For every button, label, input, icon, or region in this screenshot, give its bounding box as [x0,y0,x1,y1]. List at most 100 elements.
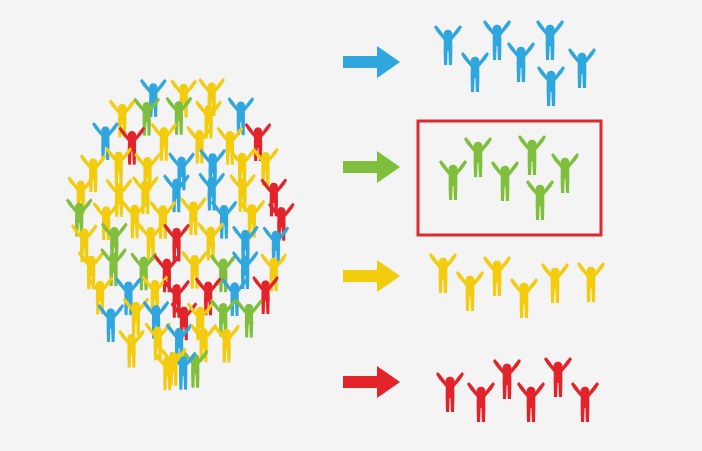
group-blue [434,20,596,106]
crowd-person-icon [137,222,165,261]
green-arrow-right-icon [343,151,400,183]
crowd-person-icon [209,298,237,337]
crowd-person-icon [199,148,226,187]
crowd-person-icon [244,123,272,162]
crowd-person-icon [79,154,107,193]
group-red [436,357,599,422]
crowd-person-icon [105,147,132,186]
crowd-person-icon [163,223,190,262]
crowd-person-icon [92,201,120,240]
group-green [439,135,579,220]
crowd-person-icon [260,253,288,292]
crowd-person-icon [132,175,159,214]
crowd-person-icon [227,97,255,136]
blue-person-icon [536,20,564,60]
crowd-person-icon [198,172,226,211]
green-person-icon [464,137,492,177]
green-person-icon [526,180,554,220]
crowd-person-icon [163,279,190,318]
yellow-person-icon [510,278,538,318]
crowd-person-icon [232,225,259,264]
crowd-person-icon [122,297,150,336]
mixed-crowd [65,77,295,391]
crowd-person-icon [186,302,214,341]
crowd-person-icon [149,200,177,239]
red-person-icon [467,382,495,422]
crowd-person-icon [231,250,259,289]
crowd-person-icon [153,254,181,293]
crowd-person-icon [142,300,170,339]
crowd-person-icon [221,278,248,317]
crowd-person-icon [262,226,290,265]
crowd-person-icon [252,147,279,186]
crowd-person-icon [168,152,195,191]
red-person-icon [571,382,599,422]
crowd-person-icon [228,148,256,187]
blue-arrow-right-icon [343,46,400,78]
crowd-person-icon [121,200,149,239]
crowd-person-icon [260,178,288,217]
crowd-person-icon [140,78,167,117]
blue-person-icon [568,48,596,88]
crowd-person-icon [170,79,198,118]
crowd-person-icon [165,96,193,135]
crowd-person-icon [65,198,93,237]
yellow-person-icon [541,263,569,303]
crowd-person-icon [70,224,98,263]
yellow-arrow-right-icon [343,260,400,292]
crowd-person-icon [190,323,217,362]
crowd-person-icon [115,277,142,316]
crowd-person-icon [165,323,193,362]
crowd-person-icon [108,99,136,138]
green-person-icon [518,135,546,175]
crowd-person-icon [134,152,161,191]
crowd-person-icon [186,125,213,164]
crowd-person-icon [150,122,178,161]
crowd-person-icon [163,174,190,213]
crowd-person-icon [213,324,240,363]
crowd-person-icon [100,222,128,261]
red-person-icon [436,372,464,412]
crowd-person-icon [195,100,222,139]
crowd-person-icon [194,277,222,316]
group-yellow [429,253,605,318]
arrow-column [343,46,400,398]
crowd-person-icon [144,322,172,361]
crowd-person-icon [229,173,256,212]
crowd-person-icon [209,254,237,293]
yellow-person-icon [483,256,511,296]
blue-person-icon [537,66,565,106]
crowd-person-icon [100,247,127,286]
crowd-person-icon [154,352,181,391]
red-person-icon [544,357,572,397]
crowd-person-icon [86,276,114,315]
crowd-person-icon [77,251,105,290]
crowd-person-icon [141,275,169,314]
yellow-person-icon [456,271,484,311]
crowd-person-icon [170,302,198,341]
crowd-person-icon [92,122,119,161]
highlight-box [416,119,603,237]
crowd-person-icon [105,178,133,217]
yellow-person-icon [577,262,605,302]
red-arrow-right-icon [343,366,400,398]
blue-person-icon [434,25,462,65]
yellow-person-icon [429,253,457,293]
crowd-person-icon [118,126,146,165]
sorted-groups [429,20,605,422]
crowd-person-icon [118,329,145,368]
red-person-icon [517,382,545,422]
crowd-person-icon [252,276,279,315]
crowd-person-icon [181,250,208,289]
blue-person-icon [461,52,489,92]
crowd-person-icon [197,222,225,261]
crowd-person-icon [180,197,207,236]
crowd-person-icon [133,97,161,136]
crowd-person-icon [238,199,266,238]
crowd-person-icon [67,176,95,215]
crowd-person-icon [130,252,157,291]
crowd-person-icon [216,126,244,165]
crowd-person-icon [235,299,263,338]
crowd-person-icon [268,202,295,241]
